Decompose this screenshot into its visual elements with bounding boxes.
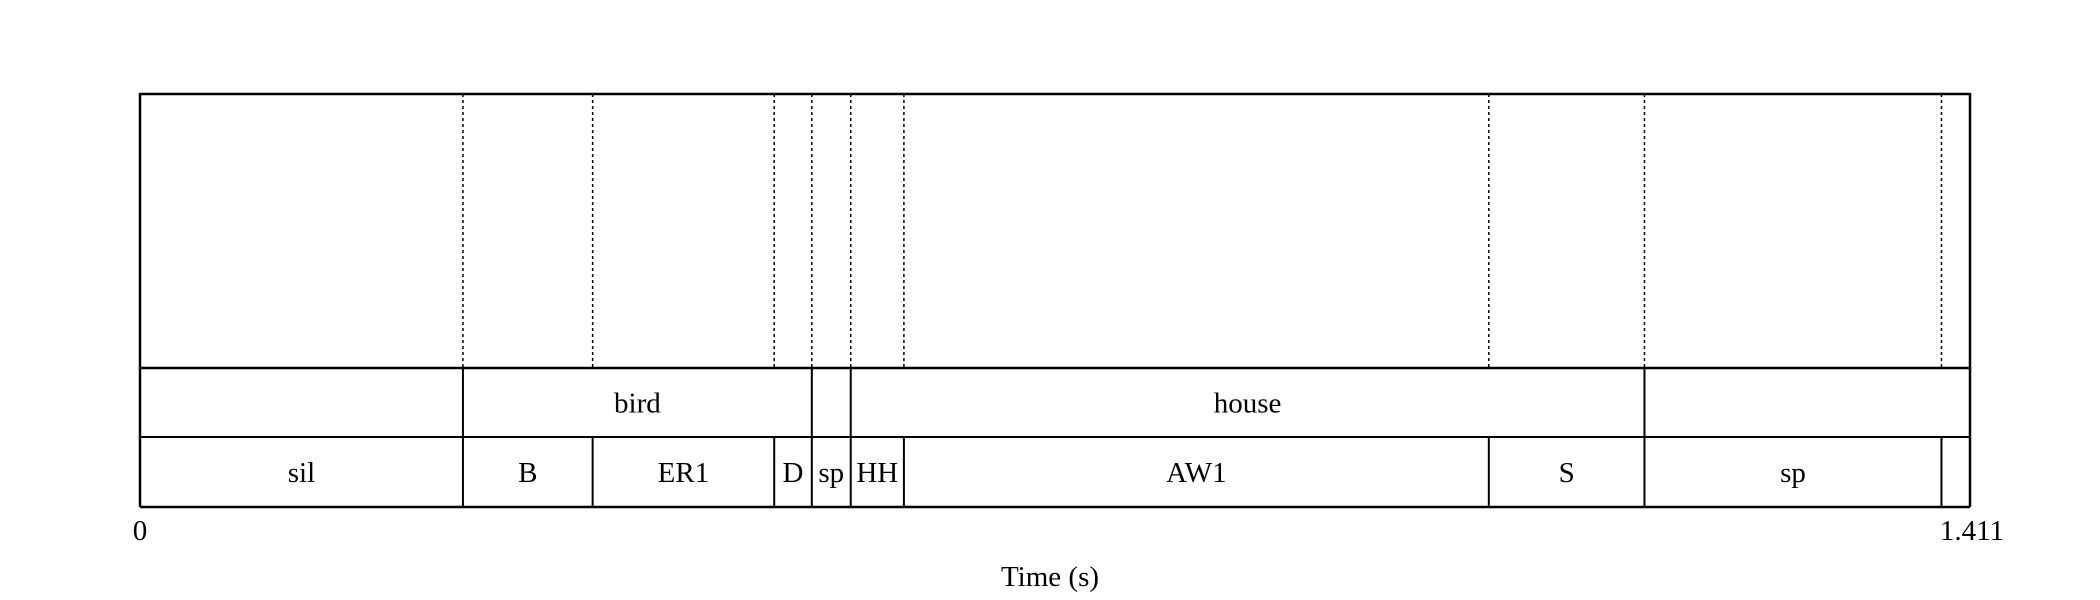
word-label: house — [1214, 387, 1282, 419]
tier-boxes — [138, 92, 1972, 509]
phone-label: sp — [818, 457, 844, 489]
time-axis: 0 1.411 Time (s) — [133, 515, 2004, 593]
phone-label: S — [1559, 457, 1575, 489]
phone-label: B — [518, 457, 537, 489]
boundary-dotted-lines — [462, 94, 1943, 368]
x-axis-title: Time (s) — [1001, 561, 1099, 593]
phone-label: AW1 — [1166, 457, 1227, 489]
phone-label: sp — [1780, 457, 1806, 489]
phone-label: sil — [288, 457, 315, 489]
word-tier: bird house — [461, 368, 1646, 437]
phone-label: D — [783, 457, 804, 489]
x-end-label: 1.411 — [1940, 515, 2004, 547]
phone-label: ER1 — [658, 457, 710, 489]
word-label: bird — [614, 387, 661, 419]
phone-label: HH — [856, 457, 898, 489]
waveform-panel — [138, 92, 1972, 370]
x-start-label: 0 — [133, 515, 148, 547]
